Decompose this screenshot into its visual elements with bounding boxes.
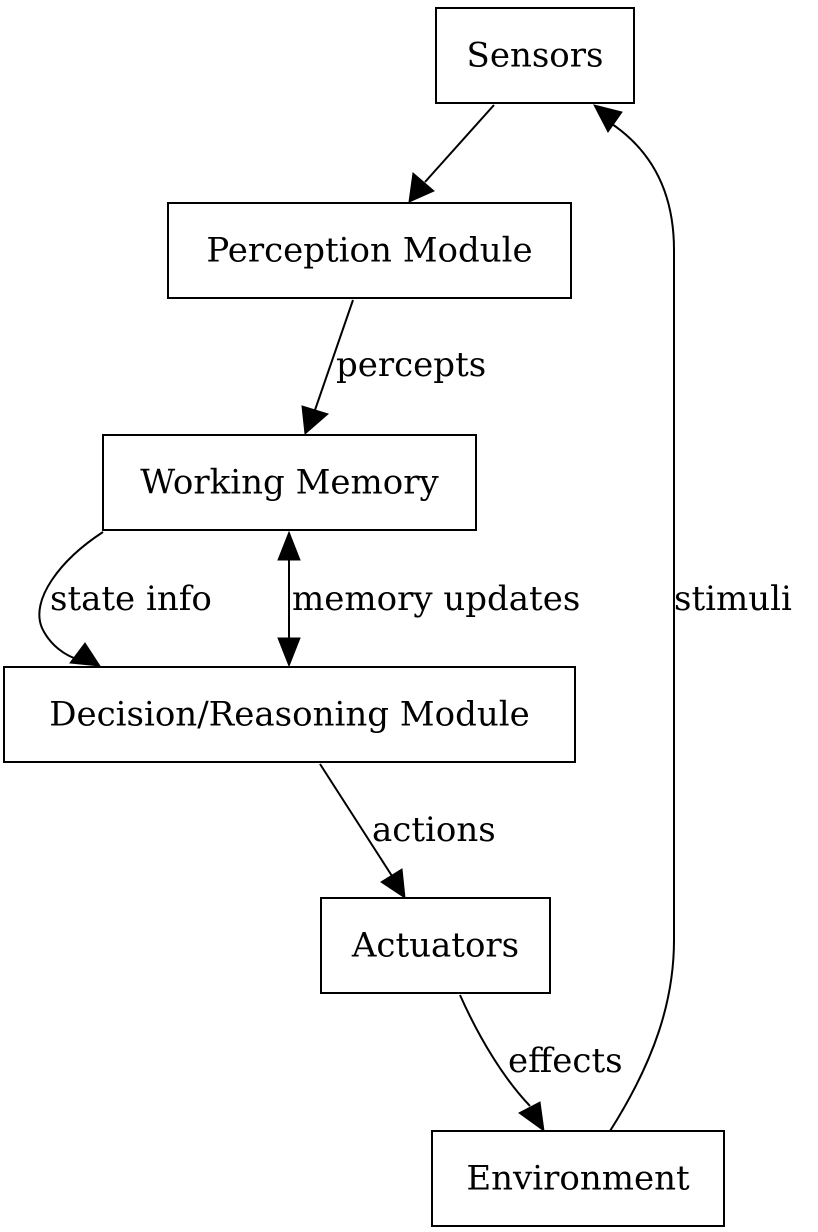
edge-sensors-to-perception xyxy=(408,104,495,203)
arrowhead-up xyxy=(593,104,623,133)
node-environment: Environment xyxy=(431,1130,725,1227)
edge-label-stimuli: stimuli xyxy=(674,579,792,619)
edge-working-memory-to-decision: state info xyxy=(38,531,212,667)
arrowhead-down xyxy=(518,1101,545,1133)
node-perception-module-label: Perception Module xyxy=(206,231,532,271)
node-working-memory: Working Memory xyxy=(102,434,477,531)
node-decision-reasoning-module: Decision/Reasoning Module xyxy=(3,666,576,763)
arrowhead-down xyxy=(408,172,435,203)
node-actuators: Actuators xyxy=(320,897,551,994)
edge-perception-to-working-memory: percepts xyxy=(301,299,486,436)
node-sensors-label: Sensors xyxy=(467,36,604,76)
edge-label-percepts: percepts xyxy=(336,345,486,385)
arrowhead-down xyxy=(301,405,330,436)
edge-actuators-to-environment: effects xyxy=(459,994,623,1133)
node-actuators-label: Actuators xyxy=(351,926,519,966)
arrowhead-down xyxy=(277,637,301,668)
node-working-memory-label: Working Memory xyxy=(140,463,439,503)
arrowhead-down xyxy=(69,642,101,667)
edge-decision-to-actuators: actions xyxy=(319,763,496,900)
node-sensors: Sensors xyxy=(435,7,635,104)
edge-label-state-info: state info xyxy=(50,579,212,619)
edge-label-actions: actions xyxy=(372,810,496,850)
edge-working-memory-decision-bidirectional: memory updates xyxy=(277,530,580,668)
node-decision-reasoning-module-label: Decision/Reasoning Module xyxy=(49,695,530,735)
arrowhead-up xyxy=(277,530,301,561)
node-perception-module: Perception Module xyxy=(167,202,572,299)
edge-label-memory-updates: memory updates xyxy=(292,579,580,619)
node-environment-label: Environment xyxy=(466,1159,690,1199)
edge-label-effects: effects xyxy=(508,1041,623,1081)
arrowhead-down xyxy=(380,868,406,900)
edge-environment-to-sensors: stimuli xyxy=(593,104,792,1132)
